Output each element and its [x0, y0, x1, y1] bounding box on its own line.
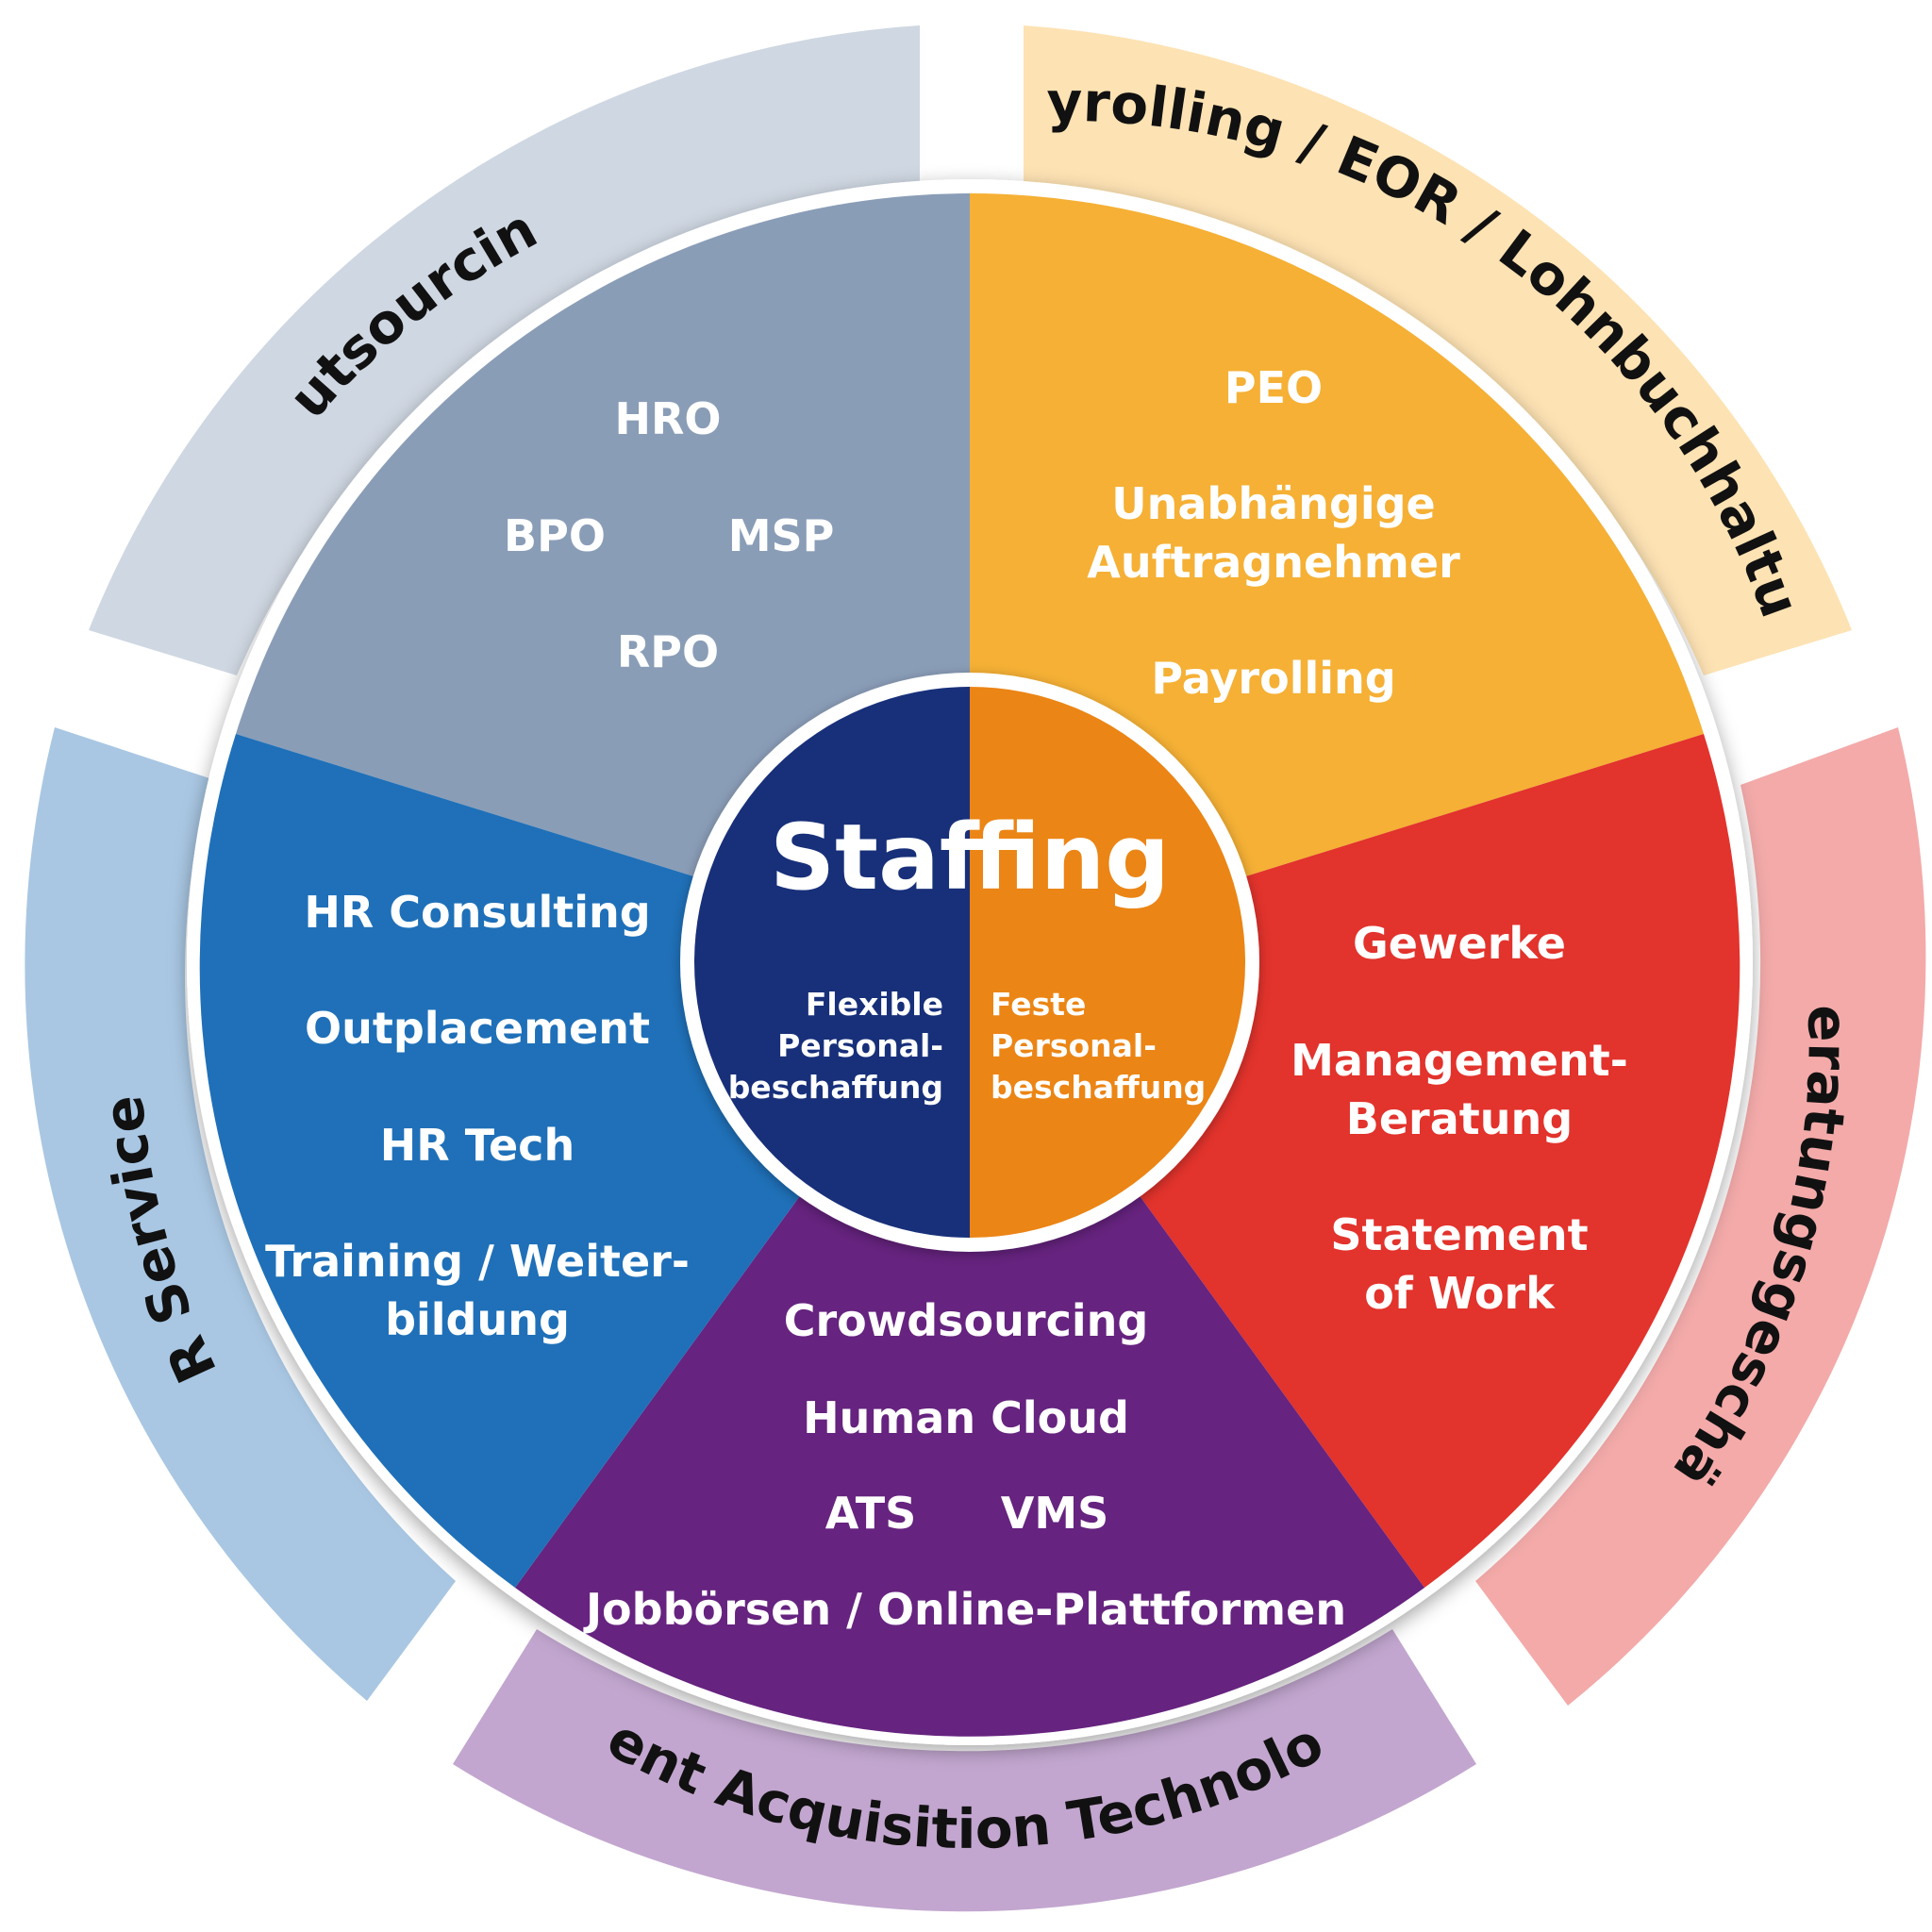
outer-segment-talent	[453, 1629, 1476, 1912]
core-title: Staffing	[770, 805, 1170, 910]
item-msp: MSP	[728, 510, 835, 561]
item-weiterbildung: bildung	[385, 1294, 570, 1345]
core-half-feste	[970, 687, 1245, 1238]
items-hrservices: HR Consulting Outplacement HR Tech Train…	[265, 887, 690, 1345]
items-talent: Crowdsourcing Human Cloud ATS VMS Jobbör…	[583, 1295, 1346, 1635]
item-hr-tech: HR Tech	[380, 1120, 575, 1171]
core-right-line-1: Feste	[991, 986, 1086, 1023]
item-ats: ATS	[825, 1488, 917, 1539]
item-hro: HRO	[614, 393, 721, 444]
item-hr-consulting: HR Consulting	[304, 887, 650, 938]
item-payrolling: Payrolling	[1151, 653, 1395, 704]
core-right-line-3: beschaffung	[991, 1069, 1206, 1106]
item-outplacement: Outplacement	[305, 1003, 650, 1054]
core: Staffing Flexible Personal- beschaffung …	[680, 673, 1259, 1252]
core-left-line-2: Personal-	[777, 1027, 943, 1064]
item-jobboersen: Jobbörsen / Online-Plattformen	[583, 1584, 1346, 1635]
item-management: Management-	[1291, 1035, 1628, 1086]
item-bpo: BPO	[504, 510, 606, 561]
core-half-flexible	[694, 687, 970, 1238]
core-right-line-2: Personal-	[991, 1027, 1157, 1064]
outer-segment-beratung	[1475, 727, 1926, 1706]
core-left-line-3: beschaffung	[728, 1069, 943, 1106]
inner-sector-talent	[515, 962, 1424, 1737]
item-of-work: of Work	[1364, 1268, 1556, 1319]
core-left-line-1: Flexible	[806, 986, 943, 1023]
item-beratung: Beratung	[1346, 1093, 1573, 1144]
outer-segment-outsourcing	[89, 25, 920, 675]
items-outsourcing: HRO BPO MSP RPO	[504, 393, 834, 677]
item-gewerke: Gewerke	[1353, 918, 1566, 969]
item-peo: PEO	[1224, 362, 1323, 413]
item-training: Training / Weiter-	[265, 1236, 690, 1287]
items-beratung: Gewerke Management- Beratung Statement o…	[1291, 918, 1628, 1319]
item-crowdsourcing: Crowdsourcing	[784, 1295, 1149, 1346]
item-rpo: RPO	[617, 626, 719, 677]
item-auftragnehmer: Auftragnehmer	[1087, 537, 1460, 588]
item-statement: Statement	[1330, 1209, 1588, 1260]
item-unabhaengige: Unabhängige	[1111, 478, 1435, 529]
item-human-cloud: Human Cloud	[803, 1392, 1129, 1443]
item-vms: VMS	[1001, 1488, 1109, 1539]
outer-segment-hrservices	[25, 727, 456, 1701]
outer-ring	[25, 25, 1926, 1912]
items-payrolling: PEO Unabhängige Auftragnehmer Payrolling	[1087, 362, 1460, 704]
outer-segment-payrolling	[1024, 25, 1852, 675]
